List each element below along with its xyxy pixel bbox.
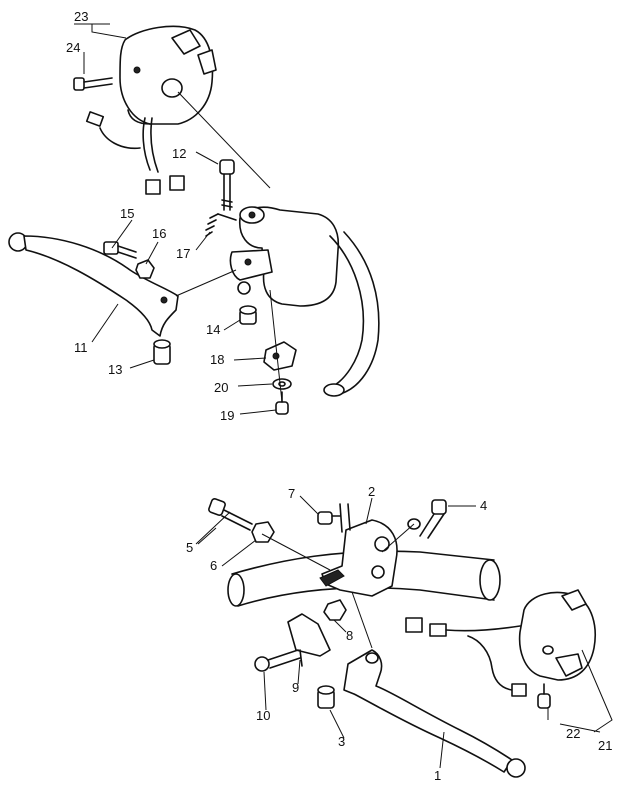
- callout-8: 8: [346, 628, 353, 643]
- callout-6: 6: [210, 558, 217, 573]
- switch-18: [263, 341, 297, 371]
- switch-housing-upper: [119, 25, 217, 125]
- callout-23: 23: [74, 9, 88, 24]
- collar-13: [153, 339, 171, 365]
- screw-22: [537, 683, 551, 709]
- callout-21: 21: [598, 738, 612, 753]
- callout-14: 14: [206, 322, 220, 337]
- bolt-5: [208, 498, 253, 531]
- callout-1: 1: [434, 768, 441, 783]
- screw-7: [317, 511, 341, 525]
- callout-2: 2: [368, 484, 375, 499]
- wire-harness-upper: [85, 111, 185, 195]
- callout-20: 20: [214, 380, 228, 395]
- callout-13: 13: [108, 362, 122, 377]
- upper-assembly: [8, 25, 380, 415]
- spring-17: [205, 213, 237, 237]
- callout-9: 9: [292, 680, 299, 695]
- nut-8: [323, 599, 347, 621]
- handlebar-tube-upper: [323, 231, 380, 397]
- brake-lever-11: [8, 232, 179, 337]
- callout-3: 3: [338, 734, 345, 749]
- screw-19: [275, 391, 289, 415]
- collar-3: [317, 685, 335, 709]
- screw-10: [254, 649, 301, 672]
- callout-22: 22: [566, 726, 580, 741]
- bolt-12: [219, 159, 235, 211]
- master-cylinder: [229, 206, 340, 307]
- callout-7: 7: [288, 486, 295, 501]
- lever-bracket-2: [319, 503, 398, 597]
- switch-housing-lower: [518, 589, 596, 681]
- nut-16: [135, 259, 155, 279]
- callout-18: 18: [210, 352, 224, 367]
- washer-20: [272, 378, 292, 390]
- clutch-lever-1: [343, 649, 526, 778]
- callout-16: 16: [152, 226, 166, 241]
- screw-24: [73, 77, 113, 91]
- callout-24: 24: [66, 40, 80, 55]
- leader-lines: [74, 23, 613, 769]
- callout-15: 15: [120, 206, 134, 221]
- bushing-14: [239, 305, 257, 325]
- callout-19: 19: [220, 408, 234, 423]
- lower-assembly: [208, 498, 596, 778]
- callout-17: 17: [176, 246, 190, 261]
- callout-4: 4: [480, 498, 487, 513]
- callout-11: 11: [74, 340, 88, 355]
- callout-10: 10: [256, 708, 270, 723]
- bolt-15: [103, 241, 137, 259]
- handlebar-tube-lower: [227, 550, 501, 607]
- callout-12: 12: [172, 146, 186, 161]
- wire-harness-lower: [405, 617, 527, 697]
- switch-9: [287, 613, 331, 667]
- callout-labels: 23 24 12 15 16 17 11 13 14 18 20 19 7 2 …: [66, 9, 612, 783]
- bolt-4: [407, 499, 447, 539]
- callout-5: 5: [186, 540, 193, 555]
